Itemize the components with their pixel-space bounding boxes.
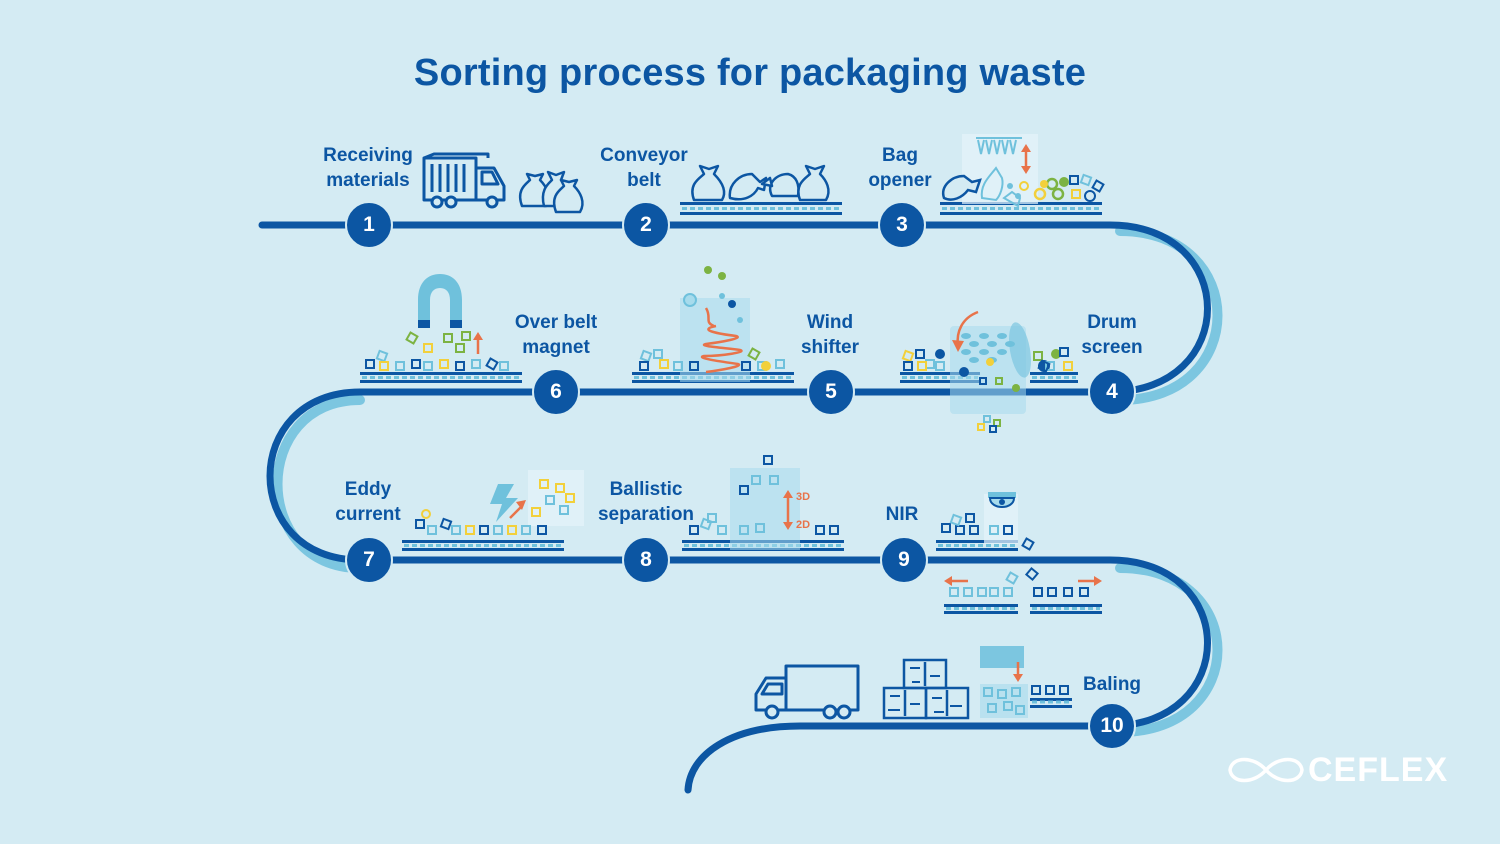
step-10-label-line1: Baling	[1082, 674, 1142, 695]
ballistic-label-2d: 2D	[796, 519, 810, 531]
drum-screen-icon	[901, 310, 1073, 433]
step-1-label: Receiving materials	[318, 143, 418, 193]
logo-text: CEFLEX	[1308, 750, 1449, 789]
step-7-label-line1: Eddy	[344, 479, 392, 500]
step-1-label-line2: materials	[326, 170, 410, 191]
step-9-badge: 9	[880, 536, 928, 584]
infinity-loop-icon	[1228, 757, 1304, 783]
ceflex-logo: CEFLEX	[1304, 748, 1448, 792]
step-6-label-line1: Over belt	[514, 312, 598, 333]
page-title: Sorting process for packaging waste	[413, 52, 1087, 94]
step-4-label-line2: screen	[1081, 337, 1143, 358]
eddy-current-icon	[415, 470, 584, 535]
step-5-badge: 5	[807, 368, 855, 416]
step-6-label: Over belt magnet	[506, 310, 606, 360]
waste-bags-icon	[691, 164, 830, 202]
ballistic-label-3d: 3D	[796, 491, 810, 503]
bales-icon	[882, 658, 970, 720]
step-7-label: Eddy current	[322, 477, 414, 527]
step-8-label-line1: Ballistic	[609, 479, 683, 500]
step-3-label-line2: opener	[868, 170, 932, 191]
magnet-icon	[365, 274, 509, 371]
step-5-label-line1: Wind	[806, 312, 854, 333]
step-5-label: Wind shifter	[790, 310, 870, 360]
bag-opener-icon	[941, 134, 1105, 208]
step-8-label-line2: separation	[597, 504, 695, 525]
step-2-label-line1: Conveyor	[600, 145, 688, 166]
step-1-label-line1: Receiving	[323, 145, 413, 166]
step-4-badge: 4	[1088, 368, 1136, 416]
step-2-label: Conveyor belt	[594, 143, 694, 193]
garbage-truck-icon	[422, 152, 506, 209]
nir-camera-icon	[941, 492, 1102, 597]
step-2-badge: 2	[622, 201, 670, 249]
delivery-truck-icon	[754, 664, 860, 720]
step-3-label: Bag opener	[860, 143, 940, 193]
step-1-badge: 1	[345, 201, 393, 249]
step-10-label: Baling	[1076, 672, 1148, 697]
baler-icon	[980, 646, 1069, 718]
step-9-label: NIR	[872, 502, 932, 527]
conveyor-belts	[360, 202, 1102, 708]
ballistic-separator-icon: 3D 2D	[689, 455, 839, 550]
step-10-badge: 10	[1088, 702, 1136, 750]
step-5-label-line2: shifter	[800, 337, 860, 358]
wind-shifter-icon	[639, 266, 785, 382]
step-8-label: Ballistic separation	[594, 477, 698, 527]
step-3-badge: 3	[878, 201, 926, 249]
step-7-badge: 7	[345, 536, 393, 584]
step-2-label-line2: belt	[627, 170, 661, 191]
step-6-badge: 6	[532, 368, 580, 416]
step-8-badge: 8	[622, 536, 670, 584]
step-3-label-line1: Bag	[882, 145, 918, 166]
step-6-label-line2: magnet	[522, 337, 590, 358]
step-4-label: Drum screen	[1072, 310, 1152, 360]
step-9-label-line1: NIR	[885, 504, 919, 525]
waste-bags-small-icon	[518, 170, 584, 214]
step-7-label-line2: current	[335, 504, 401, 525]
step-4-label-line1: Drum	[1087, 312, 1137, 333]
